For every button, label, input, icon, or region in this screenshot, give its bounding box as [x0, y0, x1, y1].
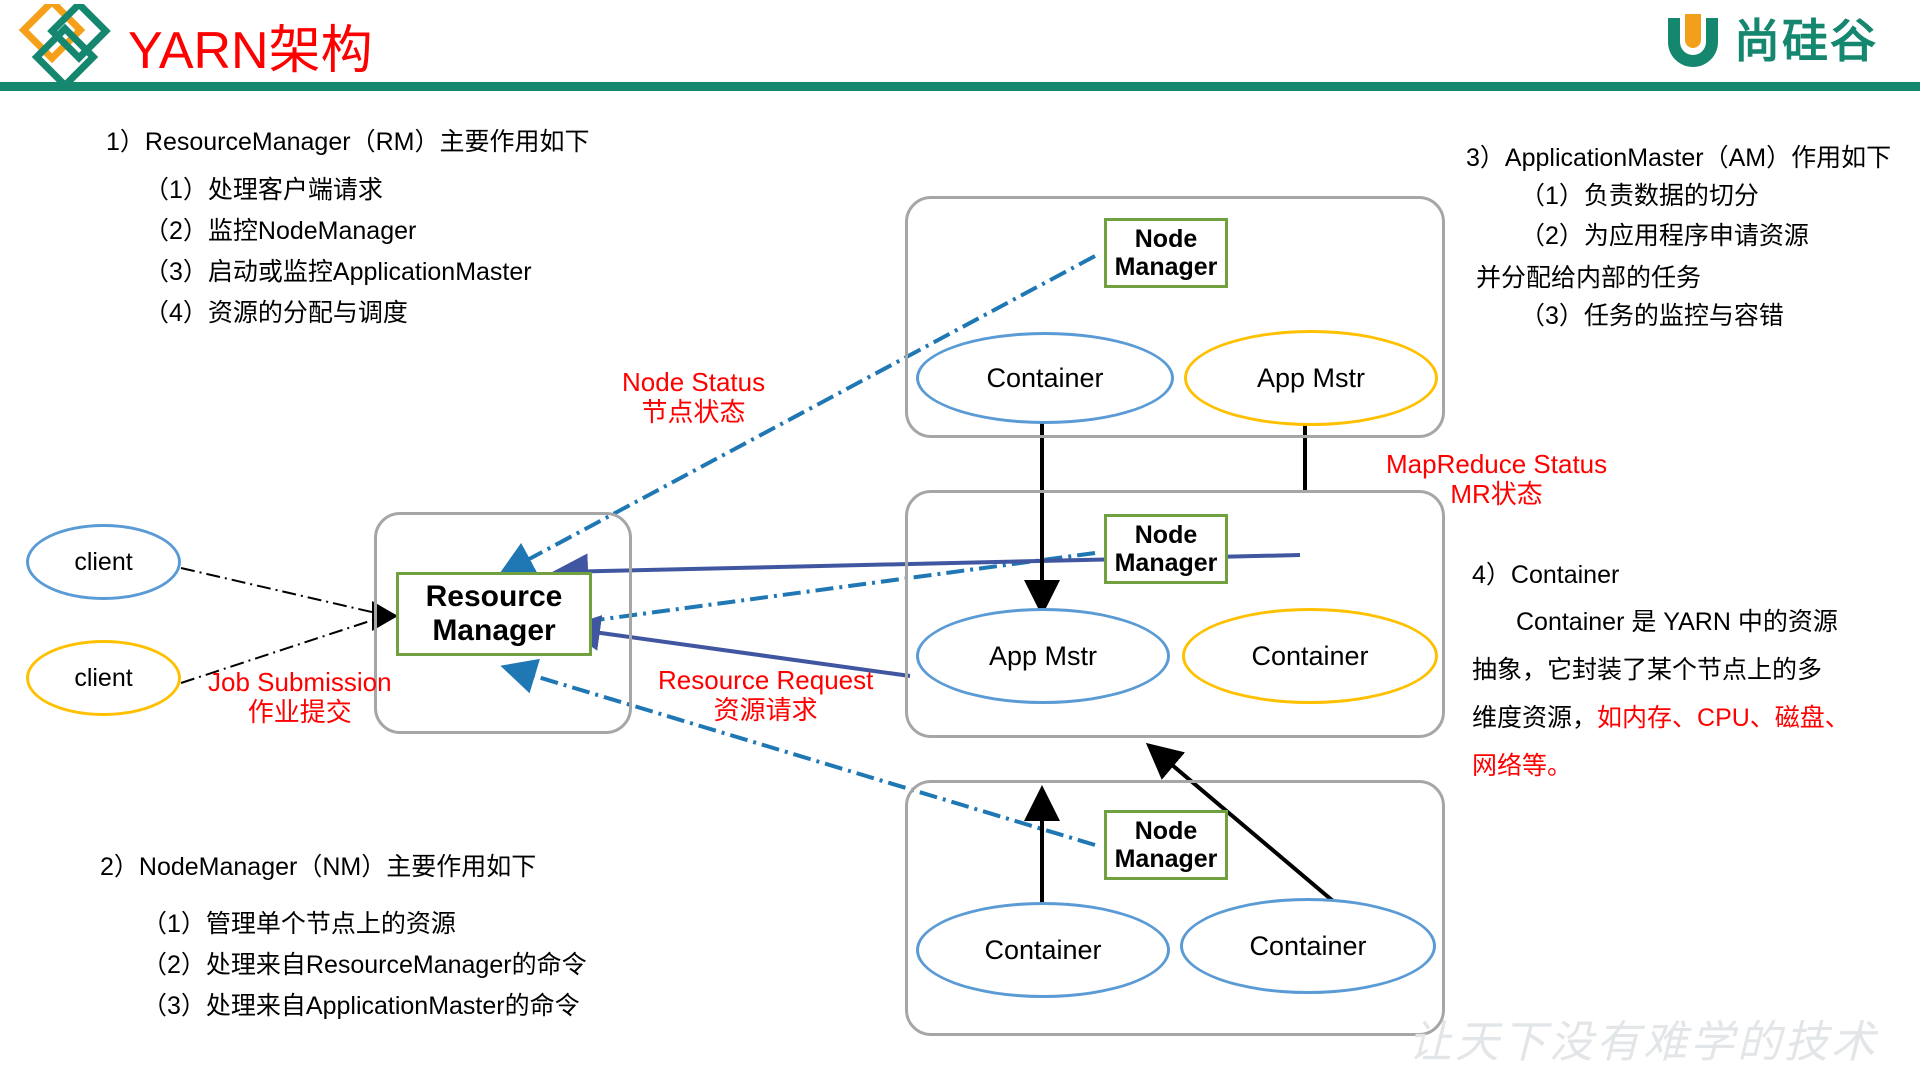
- watermark-text: 让天下没有难学的技术: [1408, 1017, 1878, 1068]
- node-group-top: [905, 196, 1445, 438]
- am-block-item-3: （3）任务的监控与容错: [1520, 302, 1784, 330]
- am-block-item-2: （2）为应用程序申请资源: [1520, 222, 1809, 250]
- rm-block-item-1: （1）处理客户端请求: [144, 176, 383, 204]
- nm-block-item-2: （2）处理来自ResourceManager的命令: [142, 951, 587, 979]
- rm-block-item-3: （3）启动或监控ApplicationMaster: [144, 258, 532, 286]
- am-block-continuation: 并分配给内部的任务: [1476, 264, 1702, 292]
- node-middle-ellipse-appmstr[interactable]: App Mstr: [916, 608, 1170, 704]
- container-para-line3-black: 维度资源，: [1472, 704, 1598, 732]
- container-block-heading: 4）Container: [1472, 561, 1620, 589]
- edge-label-job-submission: Job Submission 作业提交: [208, 667, 392, 728]
- container-para-line3-red: 如内存、CPU、磁盘、: [1597, 704, 1850, 732]
- header-divider: [0, 82, 1920, 91]
- edge-label-resource-request-en: Resource Request: [658, 665, 874, 695]
- edge-label-node-status-zh: 节点状态: [641, 396, 746, 427]
- node-manager-box-top[interactable]: Node Manager: [1104, 218, 1228, 288]
- diamond-logo-icon: [14, 0, 118, 91]
- edge-label-resource-request: Resource Request 资源请求: [658, 665, 874, 726]
- node-manager-label-line1: Node: [1134, 225, 1198, 253]
- edge-label-job-submission-en: Job Submission: [208, 667, 392, 697]
- node-manager-label-line2: Manager: [1114, 845, 1218, 873]
- nm-block-heading: 2）NodeManager（NM）主要作用如下: [100, 853, 537, 881]
- client-ellipse-2[interactable]: client: [26, 640, 181, 716]
- node-top-ellipse-appmstr[interactable]: App Mstr: [1184, 330, 1438, 426]
- node-bottom-ellipse-container-1[interactable]: Container: [916, 902, 1170, 998]
- node-manager-label-line2: Manager: [1114, 549, 1218, 577]
- edge-label-node-status-en: Node Status: [622, 367, 766, 397]
- nm-block-item-1: （1）管理单个节点上的资源: [142, 910, 456, 938]
- edge-label-mapreduce-status: MapReduce Status MR状态: [1386, 449, 1608, 510]
- node-manager-label-line1: Node: [1134, 817, 1198, 845]
- container-para-line2: 抽象，它封装了某个节点上的多: [1472, 656, 1823, 684]
- node-bottom-ellipse-container-2-label: Container: [1249, 930, 1367, 961]
- node-top-ellipse-appmstr-label: App Mstr: [1256, 362, 1366, 393]
- container-para-line1: Container 是 YARN 中的资源: [1516, 608, 1838, 636]
- node-group-middle: [905, 490, 1445, 738]
- am-block-item-1: （1）负责数据的切分: [1520, 182, 1759, 210]
- page-title: YARN架构: [128, 22, 373, 80]
- rm-block-heading: 1）ResourceManager（RM）主要作用如下: [106, 128, 590, 156]
- client-ellipse-1[interactable]: client: [26, 524, 181, 600]
- node-top-ellipse-container-label: Container: [986, 362, 1104, 393]
- client-label-2: client: [74, 663, 133, 692]
- node-middle-ellipse-container[interactable]: Container: [1182, 608, 1438, 704]
- node-group-bottom: [905, 780, 1445, 1036]
- resource-manager-box[interactable]: Resource Manager: [396, 572, 592, 656]
- nm-block-item-3: （3）处理来自ApplicationMaster的命令: [142, 992, 580, 1020]
- client-label-1: client: [74, 547, 133, 576]
- node-manager-label-line1: Node: [1134, 521, 1198, 549]
- atguigu-u-icon: [1668, 14, 1718, 67]
- node-manager-box-middle[interactable]: Node Manager: [1104, 514, 1228, 584]
- edge-label-job-submission-zh: 作业提交: [247, 696, 352, 727]
- brand-name: 尚硅谷: [1734, 14, 1878, 68]
- node-manager-label-line2: Manager: [1114, 253, 1218, 281]
- node-middle-ellipse-container-label: Container: [1251, 640, 1369, 671]
- edge-label-resource-request-zh: 资源请求: [713, 694, 818, 725]
- container-para-line4-red: 网络等。: [1472, 752, 1573, 780]
- node-bottom-ellipse-container-2[interactable]: Container: [1180, 898, 1436, 994]
- resource-manager-label-line1: Resource: [425, 580, 563, 614]
- node-bottom-ellipse-container-1-label: Container: [984, 934, 1102, 965]
- resource-manager-group: [374, 512, 632, 734]
- node-middle-ellipse-appmstr-label: App Mstr: [988, 640, 1098, 671]
- rm-block-item-2: （2）监控NodeManager: [144, 217, 417, 245]
- edge-label-node-status: Node Status 节点状态: [622, 367, 766, 428]
- node-manager-box-bottom[interactable]: Node Manager: [1104, 810, 1228, 880]
- edge-label-mapreduce-status-en: MapReduce Status: [1386, 449, 1608, 479]
- container-block-paragraph: Container 是 YARN 中的资源 抽象，它封装了某个节点上的多 维度资…: [1472, 598, 1902, 790]
- resource-manager-label-line2: Manager: [432, 614, 556, 647]
- rm-block-item-4: （4）资源的分配与调度: [144, 299, 408, 327]
- node-top-ellipse-container[interactable]: Container: [916, 332, 1174, 424]
- edge-label-mapreduce-status-zh: MR状态: [1450, 478, 1543, 509]
- am-block-heading: 3）ApplicationMaster（AM）作用如下: [1466, 144, 1892, 172]
- brand-logo: 尚硅谷: [1662, 10, 1878, 72]
